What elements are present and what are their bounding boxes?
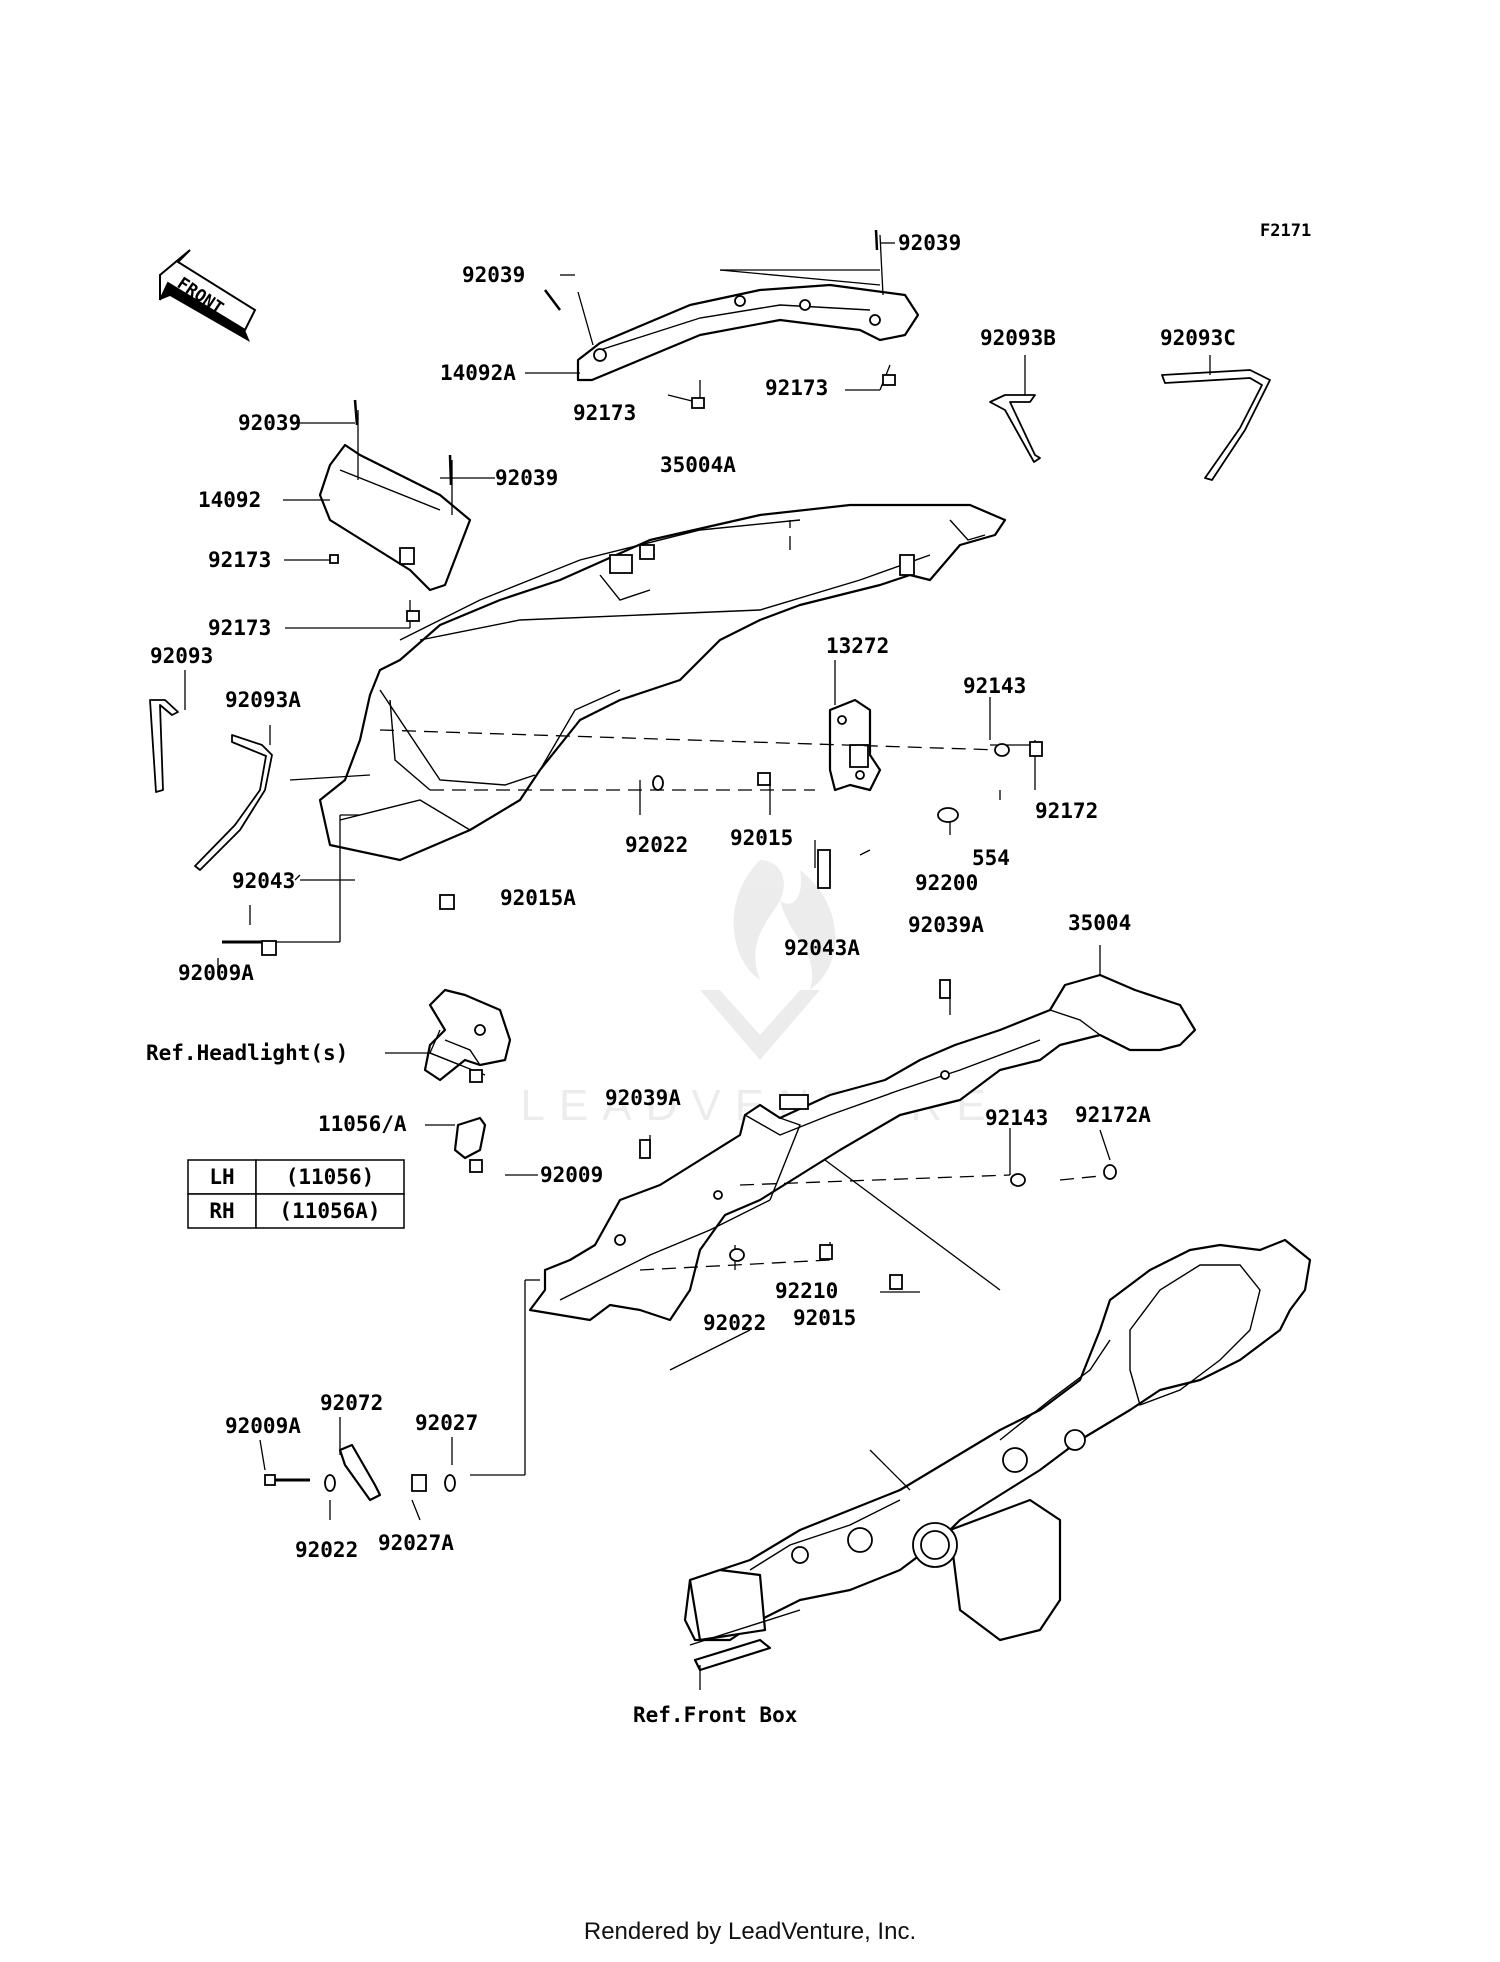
- callout-92172: 92172: [1035, 799, 1098, 823]
- callout-92173-c: 92173: [208, 548, 271, 572]
- callout-92172A: 92172A: [1075, 1103, 1151, 1127]
- callout-92022-mid: 92022: [703, 1311, 766, 1335]
- roof-panel-35004A: [318, 503, 1007, 862]
- callout-92072: 92072: [320, 1391, 383, 1415]
- strap-92072: [338, 1443, 382, 1502]
- callout-92143-mid: 92143: [985, 1106, 1048, 1130]
- callout-92009: 92009: [540, 1163, 603, 1187]
- callout-92093A: 92093A: [225, 688, 301, 712]
- callout-554: 554: [972, 846, 1010, 870]
- callout-92022-top: 92022: [625, 833, 688, 857]
- leader-lines: [184, 234, 1211, 1690]
- strip-92093: [149, 699, 179, 793]
- strip-92093A: [194, 734, 273, 871]
- callout-92027: 92027: [415, 1411, 478, 1435]
- callout-92143-top: 92143: [963, 674, 1026, 698]
- callout-35004A: 35004A: [660, 453, 736, 477]
- callout-92039-left2: 92039: [495, 466, 558, 490]
- table-row-rh-part: (11056A): [279, 1199, 380, 1223]
- callout-92015-mid: 92015: [793, 1306, 856, 1330]
- headlight-bracket: [423, 988, 512, 1082]
- callout-92173-b: 92173: [765, 376, 828, 400]
- callout-92009A-bot: 92009A: [225, 1414, 301, 1438]
- callout-92027A: 92027A: [378, 1531, 454, 1555]
- table-row-rh-side: RH: [209, 1199, 234, 1223]
- strip-92093B: [989, 394, 1041, 463]
- callout-92039-top: 92039: [898, 231, 961, 255]
- callout-14092A: 14092A: [440, 361, 516, 385]
- callout-92043: 92043: [232, 869, 295, 893]
- callout-92015-top: 92015: [730, 826, 793, 850]
- callout-92093B: 92093B: [980, 326, 1056, 350]
- callout-35004: 35004: [1068, 911, 1131, 935]
- callout-92043A: 92043A: [784, 936, 860, 960]
- callout-92039-mid: 92039: [462, 263, 525, 287]
- callout-13272: 13272: [826, 634, 889, 658]
- callout-92093C: 92093C: [1160, 326, 1236, 350]
- trim-14092A: [576, 283, 920, 382]
- callout-92173-d: 92173: [208, 616, 271, 640]
- side-table: LH (11056) RH (11056A): [187, 1159, 405, 1229]
- callout-92009A-top: 92009A: [178, 961, 254, 985]
- bracket-11056: [453, 1116, 487, 1160]
- diagram-code: F2171: [1260, 221, 1311, 241]
- callout-14092: 14092: [198, 488, 261, 512]
- center-panel-35004: [528, 973, 1197, 1322]
- callout-92173-a: 92173: [573, 401, 636, 425]
- callout-92022-bot: 92022: [295, 1538, 358, 1562]
- callout-92039-left: 92039: [238, 411, 301, 435]
- callout-92039A-mid: 92039A: [605, 1086, 681, 1110]
- table-row-lh-part: (11056): [286, 1165, 375, 1189]
- callout-92015A: 92015A: [500, 886, 576, 910]
- callout-11056A: 11056/A: [318, 1112, 407, 1136]
- footer-credit: Rendered by LeadVenture, Inc.: [583, 1918, 917, 1945]
- callout-labels: 92039 92039 14092A 92173 92173 92093B 92…: [146, 231, 1236, 1727]
- fasteners: [222, 229, 1117, 1492]
- dashed-lines: [379, 520, 1111, 1271]
- callout-ref-headlight: Ref.Headlight(s): [146, 1041, 348, 1065]
- trim-14092: [318, 443, 472, 592]
- table-row-lh-side: LH: [209, 1165, 234, 1189]
- callout-ref-front-box: Ref.Front Box: [633, 1703, 798, 1727]
- front-arrow-icon: FRONT: [159, 249, 257, 342]
- strip-92093C: [1161, 369, 1271, 481]
- callout-92210: 92210: [775, 1279, 838, 1303]
- dash-panel-front-box: [683, 1238, 1312, 1672]
- callout-92093: 92093: [150, 644, 213, 668]
- callout-92039A-top: 92039A: [908, 913, 984, 937]
- callout-92200: 92200: [915, 871, 978, 895]
